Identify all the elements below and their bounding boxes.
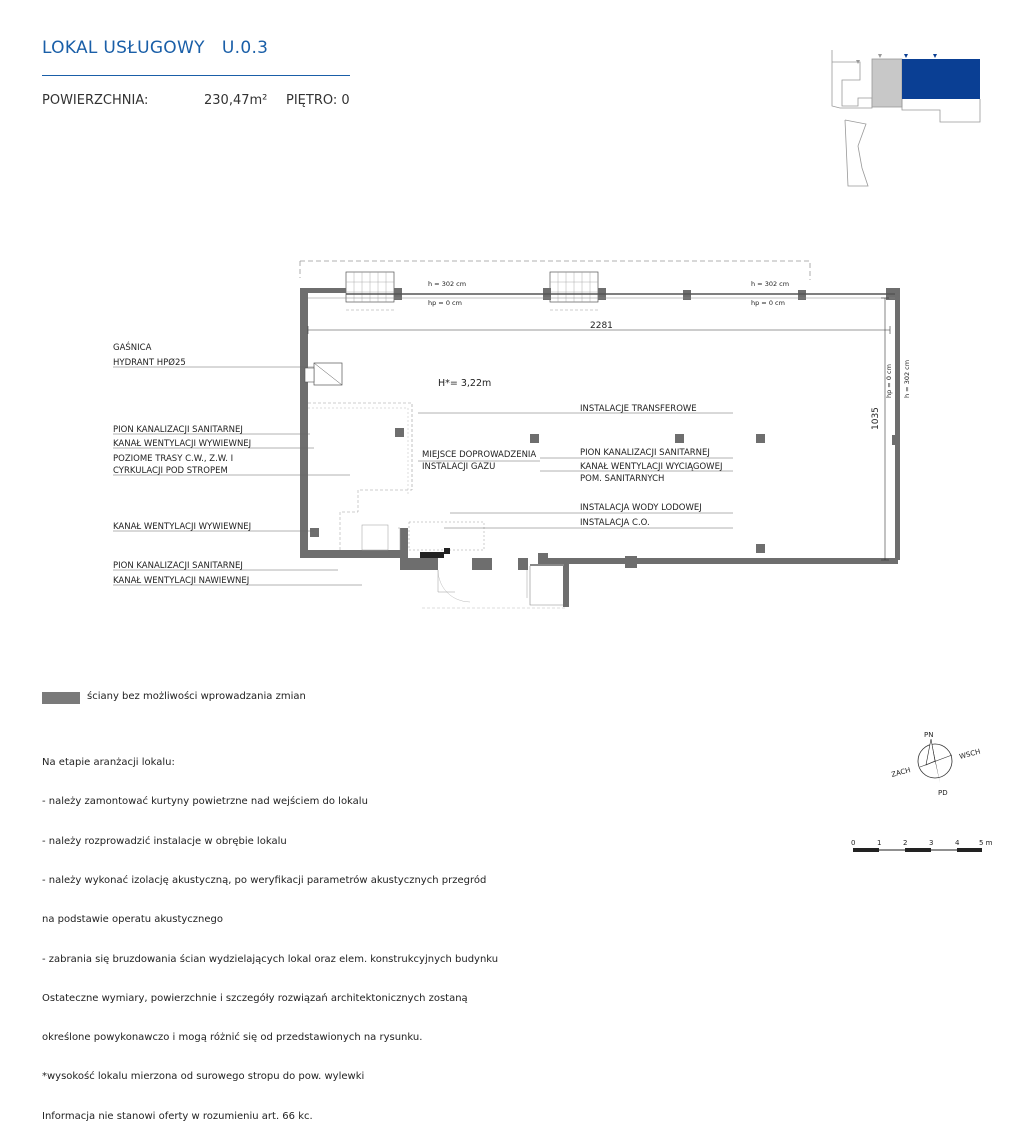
scale-tick-1: 1 [877, 839, 881, 847]
note-line: Ostateczne wymiary, powierzchnie i szcze… [42, 992, 468, 1004]
wall-left [300, 288, 308, 558]
dimension-width: 2281 [590, 321, 613, 331]
label-sewage-riser-3: PION KANALIZACJI SANITARNEJ [580, 448, 710, 458]
dimension-depth: 1035 [871, 407, 881, 430]
note-line: Na etapie aranżacji lokalu: [42, 757, 175, 769]
label-heating: INSTALACJA C.O. [580, 518, 650, 528]
label-supply-duct: KANAŁ WENTYLACJI NAWIEWNEJ [113, 576, 249, 586]
scale-tick-4: 4 [955, 839, 960, 847]
label-circulation: CYRKULACJI POD STROPEM [113, 466, 228, 476]
label-exhaust-duct-2: KANAŁ WENTYLACJI WYWIEWNEJ [113, 522, 251, 532]
h-top-left: h = 302 cm [428, 280, 466, 288]
scale-tick-3: 3 [929, 839, 933, 847]
note-line: - należy zamontować kurtyny powietrzne n… [42, 796, 368, 808]
wall-right [895, 288, 900, 560]
label-gas-supply: MIEJSCE DOPROWADZENIA [422, 450, 536, 460]
label-horizontal-routes: POZIOME TRASY C.W., Z.W. I [113, 454, 233, 464]
hp-top-left: hp = 0 cm [428, 299, 462, 307]
compass-east: WSCH [958, 748, 981, 761]
compass-north: PN [924, 731, 933, 739]
label-transfer-installations: INSTALACJE TRANSFEROWE [580, 404, 697, 414]
h-side: h = 302 cm [903, 360, 911, 398]
label-gas-installation: INSTALACJI GAZU [422, 462, 495, 472]
compass: PN WSCH PD ZACH [890, 731, 981, 797]
label-hydrant: HYDRANT HPØ25 [113, 357, 186, 368]
label-sewage-riser-1: PION KANALIZACJI SANITARNEJ [113, 425, 243, 435]
label-exhaust-duct-1: KANAŁ WENTYLACJI WYWIEWNEJ [113, 439, 251, 449]
label-extinguisher: GAŚNICA [113, 341, 152, 353]
scale-tick-5: 5 m [979, 839, 993, 847]
note-line: na podstawie operatu akustycznego [42, 914, 224, 926]
label-sewage-riser-2: PION KANALIZACJI SANITARNEJ [113, 561, 243, 571]
note-line: Informacja nie stanowi oferty w rozumien… [42, 1110, 313, 1122]
scale-tick-2: 2 [903, 839, 907, 847]
note-line: *wysokość lokalu mierzona od surowego st… [42, 1071, 365, 1083]
scale-bar: 0 1 2 3 4 5 m [851, 839, 993, 852]
label-chilled-water: INSTALACJA WODY LODOWEJ [580, 503, 702, 513]
floor-plan: H*= 3,22m 2281 1035 h = 302 cm hp = 0 cm… [113, 260, 911, 609]
area-value: 230,47m² [204, 93, 268, 108]
key-plan-neighbor [871, 58, 903, 108]
hp-top-right: hp = 0 cm [751, 299, 785, 307]
title-underline [42, 75, 350, 76]
key-plan-unit-highlight [902, 59, 980, 99]
scale-tick-0: 0 [851, 839, 855, 847]
wall-bottom-right [548, 558, 898, 564]
note-line: - zabrania się bruzdowania ścian wydziel… [42, 953, 499, 965]
wall-bottom-left [300, 550, 400, 558]
key-plan [831, 50, 981, 187]
note-line: - należy wykonać izolację akustyczną, po… [42, 875, 487, 887]
label-sanitary-rooms: POM. SANITARNYCH [580, 474, 664, 484]
hp-side: hp = 0 cm [885, 364, 893, 398]
notes-block: Na etapie aranżacji lokalu: - należy zam… [42, 730, 498, 1136]
area-label: POWIERZCHNIA: [42, 93, 149, 108]
label-extract-duct: KANAŁ WENTYLACJI WYCIĄGOWEJ [580, 462, 722, 472]
note-line: - należy rozprowadzić instalacje w obręb… [42, 835, 287, 847]
note-line: określone powykonawczo i mogą różnić się… [42, 1032, 423, 1044]
legend-swatch [42, 692, 80, 704]
unit-title: LOKAL USŁUGOWY U.0.3 [42, 38, 269, 58]
height-note: H*= 3,22m [438, 378, 491, 389]
h-top-right: h = 302 cm [751, 280, 789, 288]
floor-label: PIĘTRO: 0 [286, 93, 350, 108]
compass-west: ZACH [890, 766, 911, 779]
compass-south: PD [938, 789, 948, 797]
legend-text: ściany bez możliwości wprowadzania zmian [87, 691, 306, 702]
